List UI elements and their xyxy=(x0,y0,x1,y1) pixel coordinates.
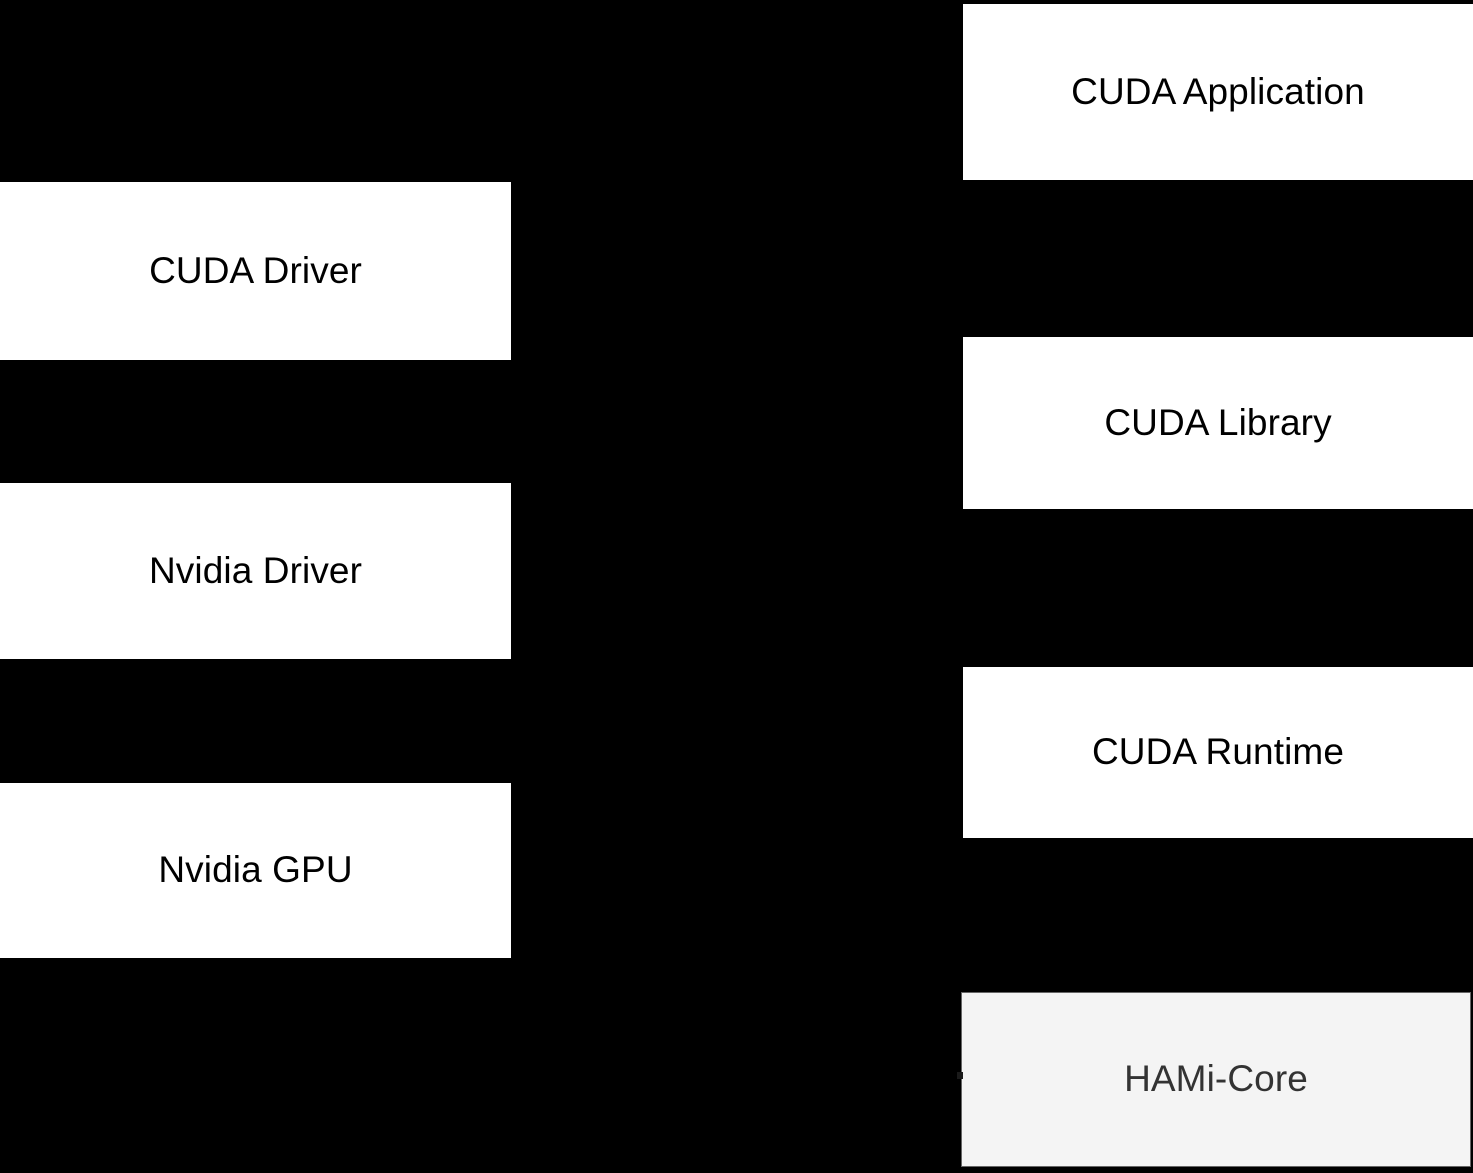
node-hami-core-label: HAMi-Core xyxy=(1124,1058,1308,1100)
node-nvidia-gpu[interactable]: Nvidia GPU xyxy=(0,783,511,958)
node-hami-core[interactable]: HAMi-Core xyxy=(961,992,1471,1167)
node-nvidia-driver-label: Nvidia Driver xyxy=(148,549,363,591)
node-cuda-runtime-label: CUDA Runtime xyxy=(1091,731,1345,773)
node-cuda-driver-label: CUDA Driver xyxy=(149,249,362,291)
node-cuda-driver[interactable]: CUDA Driver xyxy=(0,182,511,360)
connector-stub-hami-core xyxy=(957,1072,963,1079)
node-nvidia-driver[interactable]: Nvidia Driver xyxy=(0,483,511,659)
node-cuda-runtime[interactable]: CUDA Runtime xyxy=(963,667,1473,838)
node-cuda-application[interactable]: CUDA Application xyxy=(963,4,1473,180)
node-cuda-application-label: CUDA Application xyxy=(1071,70,1365,112)
node-cuda-library-label: CUDA Library xyxy=(1104,401,1332,443)
node-cuda-library[interactable]: CUDA Library xyxy=(963,337,1473,509)
node-nvidia-gpu-label: Nvidia GPU xyxy=(158,849,353,891)
